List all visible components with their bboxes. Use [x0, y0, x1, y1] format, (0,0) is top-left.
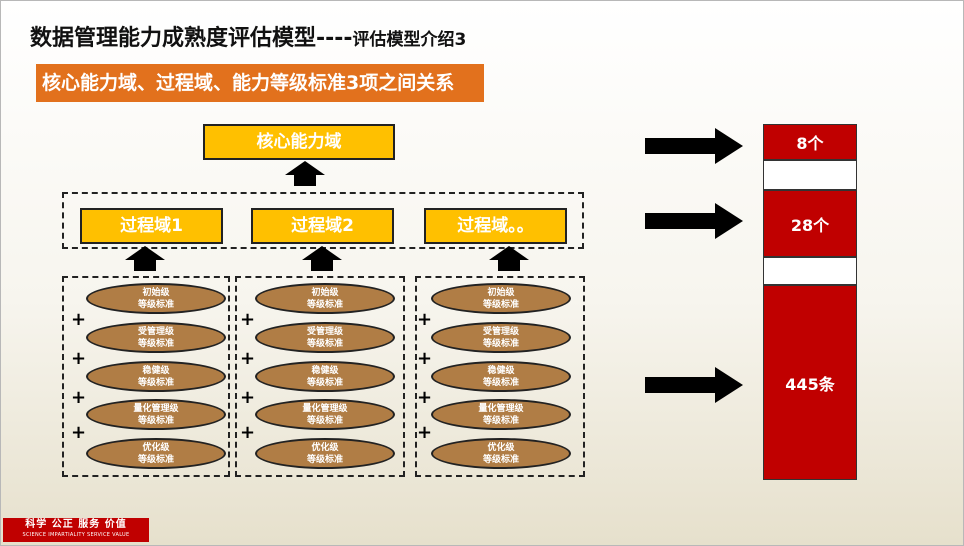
company-logo: 科学 公正 服务 价值 SCIENCE IMPARTIALITY SERVICE…	[3, 518, 149, 542]
core-domain-box: 核心能力域	[203, 124, 395, 160]
level-ellipse: 优化级等级标准	[431, 438, 571, 469]
level-ellipse: 稳健级等级标准	[431, 361, 571, 392]
plus-sign: +	[417, 422, 433, 443]
count-gap-2	[763, 257, 857, 285]
logo-line-1: 科学 公正 服务 价值	[25, 519, 127, 530]
level-ellipse: 稳健级等级标准	[255, 361, 395, 392]
logo-line-2: SCIENCE IMPARTIALITY SERVICE VALUE	[22, 532, 130, 538]
count-standards: 445条	[763, 285, 857, 480]
count-gap-1	[763, 160, 857, 190]
level-ellipse: 量化管理级等级标准	[86, 399, 226, 430]
title-main: 数据管理能力成熟度评估模型----	[30, 26, 353, 51]
level-ellipse: 量化管理级等级标准	[431, 399, 571, 430]
count-core: 8个	[763, 124, 857, 160]
level-column-1	[62, 276, 230, 477]
plus-sign: +	[240, 348, 256, 369]
page-title: 数据管理能力成熟度评估模型----评估模型介绍3	[30, 20, 466, 52]
level-ellipse: 受管理级等级标准	[431, 322, 571, 353]
level-ellipse: 初始级等级标准	[431, 283, 571, 314]
plus-sign: +	[71, 348, 87, 369]
plus-sign: +	[417, 387, 433, 408]
level-ellipse: 受管理级等级标准	[255, 322, 395, 353]
level-ellipse: 受管理级等级标准	[86, 322, 226, 353]
plus-sign: +	[71, 309, 87, 330]
level-column-3	[415, 276, 585, 477]
plus-sign: +	[71, 422, 87, 443]
level-ellipse: 量化管理级等级标准	[255, 399, 395, 430]
level-ellipse: 初始级等级标准	[86, 283, 226, 314]
level-ellipse: 优化级等级标准	[86, 438, 226, 469]
process-domain-1: 过程域1	[80, 208, 223, 244]
process-domain-3: 过程域。。	[424, 208, 567, 244]
plus-sign: +	[240, 387, 256, 408]
process-domain-2: 过程域2	[251, 208, 394, 244]
level-column-2	[235, 276, 405, 477]
level-ellipse: 稳健级等级标准	[86, 361, 226, 392]
plus-sign: +	[417, 309, 433, 330]
title-sub: 评估模型介绍3	[352, 30, 467, 50]
count-process: 28个	[763, 190, 857, 257]
level-ellipse: 优化级等级标准	[255, 438, 395, 469]
level-ellipse: 初始级等级标准	[255, 283, 395, 314]
plus-sign: +	[417, 348, 433, 369]
plus-sign: +	[240, 309, 256, 330]
section-banner: 核心能力域、过程域、能力等级标准3项之间关系	[36, 64, 484, 102]
plus-sign: +	[71, 387, 87, 408]
plus-sign: +	[240, 422, 256, 443]
